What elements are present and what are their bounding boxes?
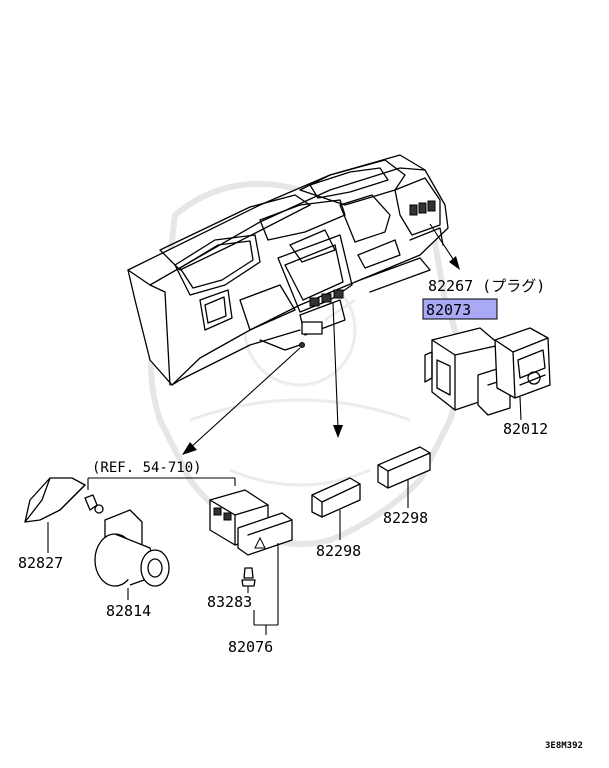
highlight-box	[422, 298, 498, 320]
label-83283[interactable]: 83283	[207, 593, 252, 611]
switch-82073-82012	[424, 327, 551, 421]
leader-arrows	[182, 223, 460, 455]
label-ref-54-710[interactable]: (REF. 54-710)	[92, 460, 202, 476]
label-82827[interactable]: 82827	[18, 554, 63, 572]
label-82814[interactable]: 82814	[106, 602, 151, 620]
label-82298-right[interactable]: 82298	[383, 509, 428, 527]
label-82076[interactable]: 82076	[228, 638, 273, 656]
label-82267[interactable]: 82267 (プラグ)	[428, 277, 545, 295]
ref-bracket	[87, 477, 236, 490]
dashboard-illustration	[127, 154, 449, 386]
drawing-code: 3E8M392	[545, 741, 583, 751]
caps-82298	[311, 446, 431, 540]
label-82298-left[interactable]: 82298	[316, 542, 361, 560]
label-82012[interactable]: 82012	[503, 420, 548, 438]
hazard-switch-82076	[209, 489, 293, 635]
label-82073[interactable]: 82073	[426, 301, 471, 319]
parts-82827-82814	[24, 477, 170, 600]
